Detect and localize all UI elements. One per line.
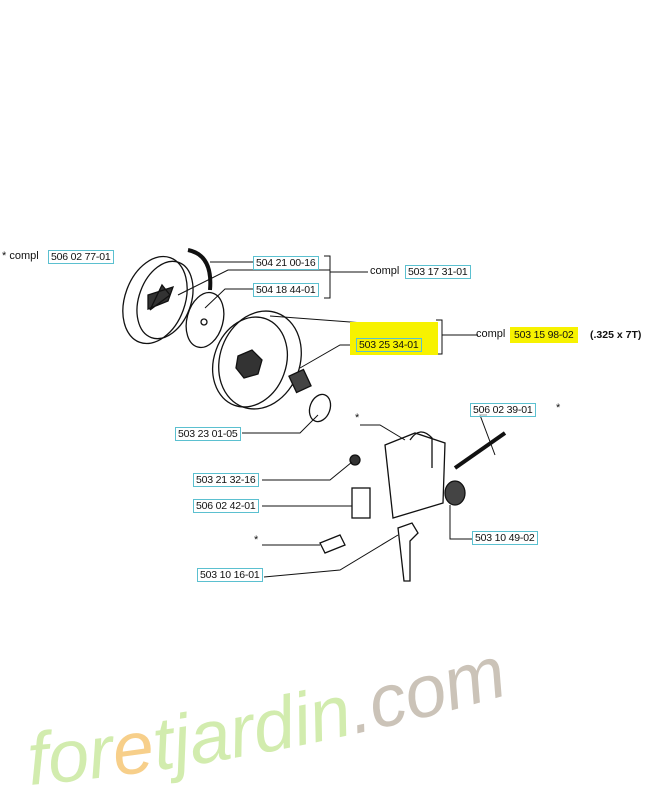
- asterisk: *: [556, 402, 561, 414]
- leader-lines: [177, 255, 496, 578]
- part-gear[interactable]: 503 10 49-02: [472, 531, 538, 545]
- pin: [319, 534, 346, 554]
- oil-pump: [384, 432, 446, 519]
- part-pin[interactable]: 503 10 16-01: [197, 568, 263, 582]
- washer: [308, 393, 332, 423]
- worm: [453, 431, 507, 470]
- needle-bearing: [288, 368, 312, 394]
- drum-spec: (.325 x 7T): [590, 329, 642, 341]
- piston: [351, 487, 371, 519]
- part-screw[interactable]: 503 21 32-16: [193, 473, 259, 487]
- compl-prefix: compl: [370, 265, 400, 277]
- clutch-shoe: [122, 255, 194, 345]
- plate: [185, 291, 225, 349]
- compl-prefix: * compl: [2, 250, 39, 262]
- part-worm[interactable]: 506 02 39-01: [470, 403, 536, 417]
- part-clutch-compl[interactable]: 506 02 77-01: [48, 250, 114, 264]
- part-spring[interactable]: 504 21 00-16: [253, 256, 319, 270]
- spring: [187, 248, 213, 291]
- screw: [349, 454, 361, 466]
- part-drum-compl[interactable]: 503 15 98-02: [510, 327, 578, 343]
- adjust-screw: [397, 522, 419, 582]
- part-piston[interactable]: 506 02 42-01: [193, 499, 259, 513]
- compl-prefix: compl: [476, 328, 506, 340]
- part-washer[interactable]: 503 23 01-05: [175, 427, 241, 441]
- gear: [444, 480, 466, 506]
- asterisk: *: [355, 412, 360, 424]
- part-needle-bearing[interactable]: 503 25 34-01: [356, 338, 422, 352]
- clutch-drum: [212, 310, 302, 410]
- asterisk: *: [254, 534, 259, 546]
- part-plate[interactable]: 504 18 44-01: [253, 283, 319, 297]
- part-group-compl[interactable]: 503 17 31-01: [405, 265, 471, 279]
